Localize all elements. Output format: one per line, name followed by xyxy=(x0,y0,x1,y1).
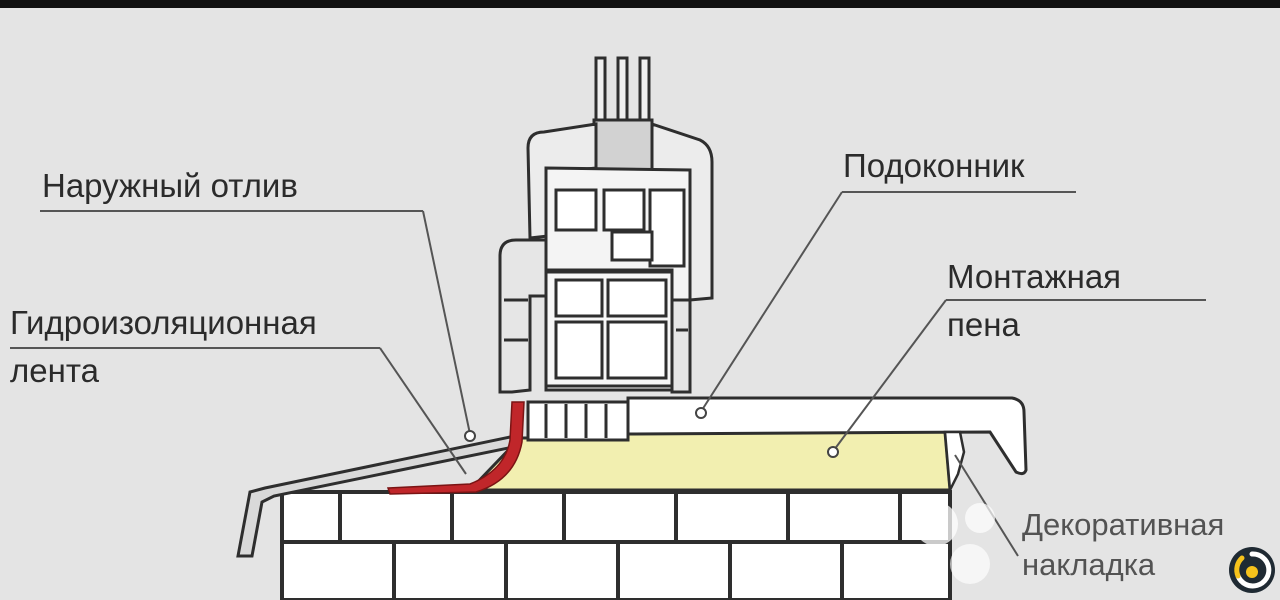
top-edge-bar xyxy=(0,0,1280,8)
label-waterproof-tape-1: Гидроизоляционная xyxy=(10,304,317,341)
leader-dots xyxy=(464,407,839,458)
stand-profile xyxy=(526,400,630,442)
leader-lines xyxy=(10,191,1206,557)
label-decor-trim: Декоративная накладка xyxy=(1022,505,1280,600)
label-sill: Подоконник xyxy=(843,147,1025,184)
label-decor-trim-2: накладка xyxy=(1022,547,1156,582)
brick xyxy=(280,490,342,544)
brand-badge-icon xyxy=(1229,547,1275,593)
brick xyxy=(674,490,790,544)
brick xyxy=(786,490,902,544)
label-decor-trim-1: Декоративная xyxy=(1022,507,1225,542)
label-waterproof-tape-2: лента xyxy=(10,352,99,389)
brick xyxy=(392,540,508,600)
brick xyxy=(728,540,844,600)
brick xyxy=(450,490,566,544)
avito-watermark-logo xyxy=(914,502,995,584)
brick xyxy=(616,540,732,600)
brick xyxy=(504,540,620,600)
brick xyxy=(280,540,396,600)
label-mounting-foam-1: Монтажная xyxy=(947,258,1122,295)
window-sill xyxy=(626,396,1028,476)
brick xyxy=(840,540,952,600)
brick-wall xyxy=(280,490,952,600)
brick xyxy=(338,490,454,544)
label-mounting-foam-2: пена xyxy=(947,306,1020,343)
label-outer-sill: Наружный отлив xyxy=(42,167,298,204)
window-frame-profile xyxy=(498,56,714,394)
brick xyxy=(562,490,678,544)
waterproof-tape xyxy=(386,401,525,495)
